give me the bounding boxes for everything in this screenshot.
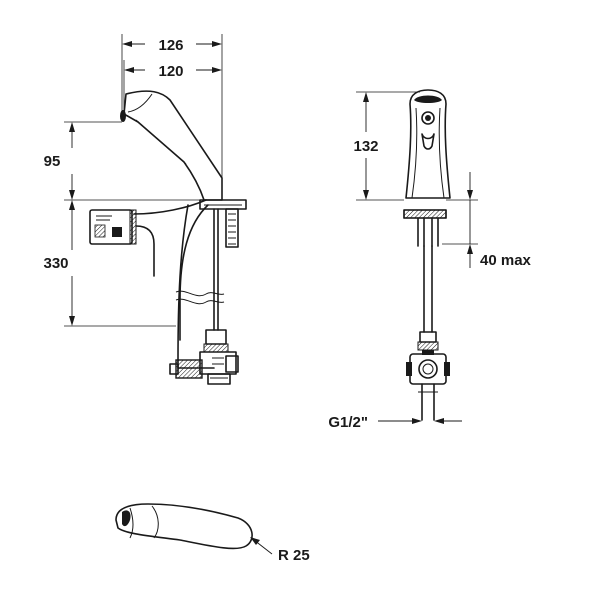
dim-label-126: 126: [158, 37, 183, 54]
sensor-window: [414, 95, 442, 103]
cables: [133, 199, 225, 369]
dim-label-120: 120: [158, 63, 183, 80]
dim-label-40-max: 40 max: [480, 252, 532, 269]
spout-top-view: R 25: [115, 503, 310, 564]
dimension-thread: G1/2": [328, 414, 462, 431]
dimension-132: 132: [353, 92, 379, 200]
mounting-stud: [225, 208, 239, 248]
dimension-120: 120: [124, 63, 222, 80]
radius-arrow: [250, 537, 260, 545]
dim-label-radius: R 25: [278, 547, 310, 564]
spout-outlet: [120, 110, 126, 122]
dim-label-95: 95: [44, 153, 61, 170]
dimension-95: 95: [44, 122, 75, 200]
deck-plate: [199, 199, 247, 210]
dimension-40-max: 40 max: [467, 172, 532, 269]
solenoid-valve-side: [169, 329, 239, 385]
front-view: 132 40 max: [328, 89, 532, 431]
dim-label-330: 330: [43, 255, 68, 272]
dimension-126: 126: [122, 37, 222, 54]
dimension-330: 330: [43, 200, 75, 326]
deck-plate-front: [403, 209, 447, 333]
dim-label-132: 132: [353, 138, 378, 155]
spout-sensor-top: [122, 510, 131, 527]
faucet-body-front: [405, 89, 451, 199]
control-box: [89, 209, 137, 245]
outlet-aerator: [421, 111, 435, 125]
side-view: 126 120 95 330: [43, 34, 247, 385]
dim-label-thread: G1/2": [328, 414, 368, 431]
faucet-body-side: [120, 90, 247, 248]
solenoid-valve-front: [406, 331, 450, 421]
